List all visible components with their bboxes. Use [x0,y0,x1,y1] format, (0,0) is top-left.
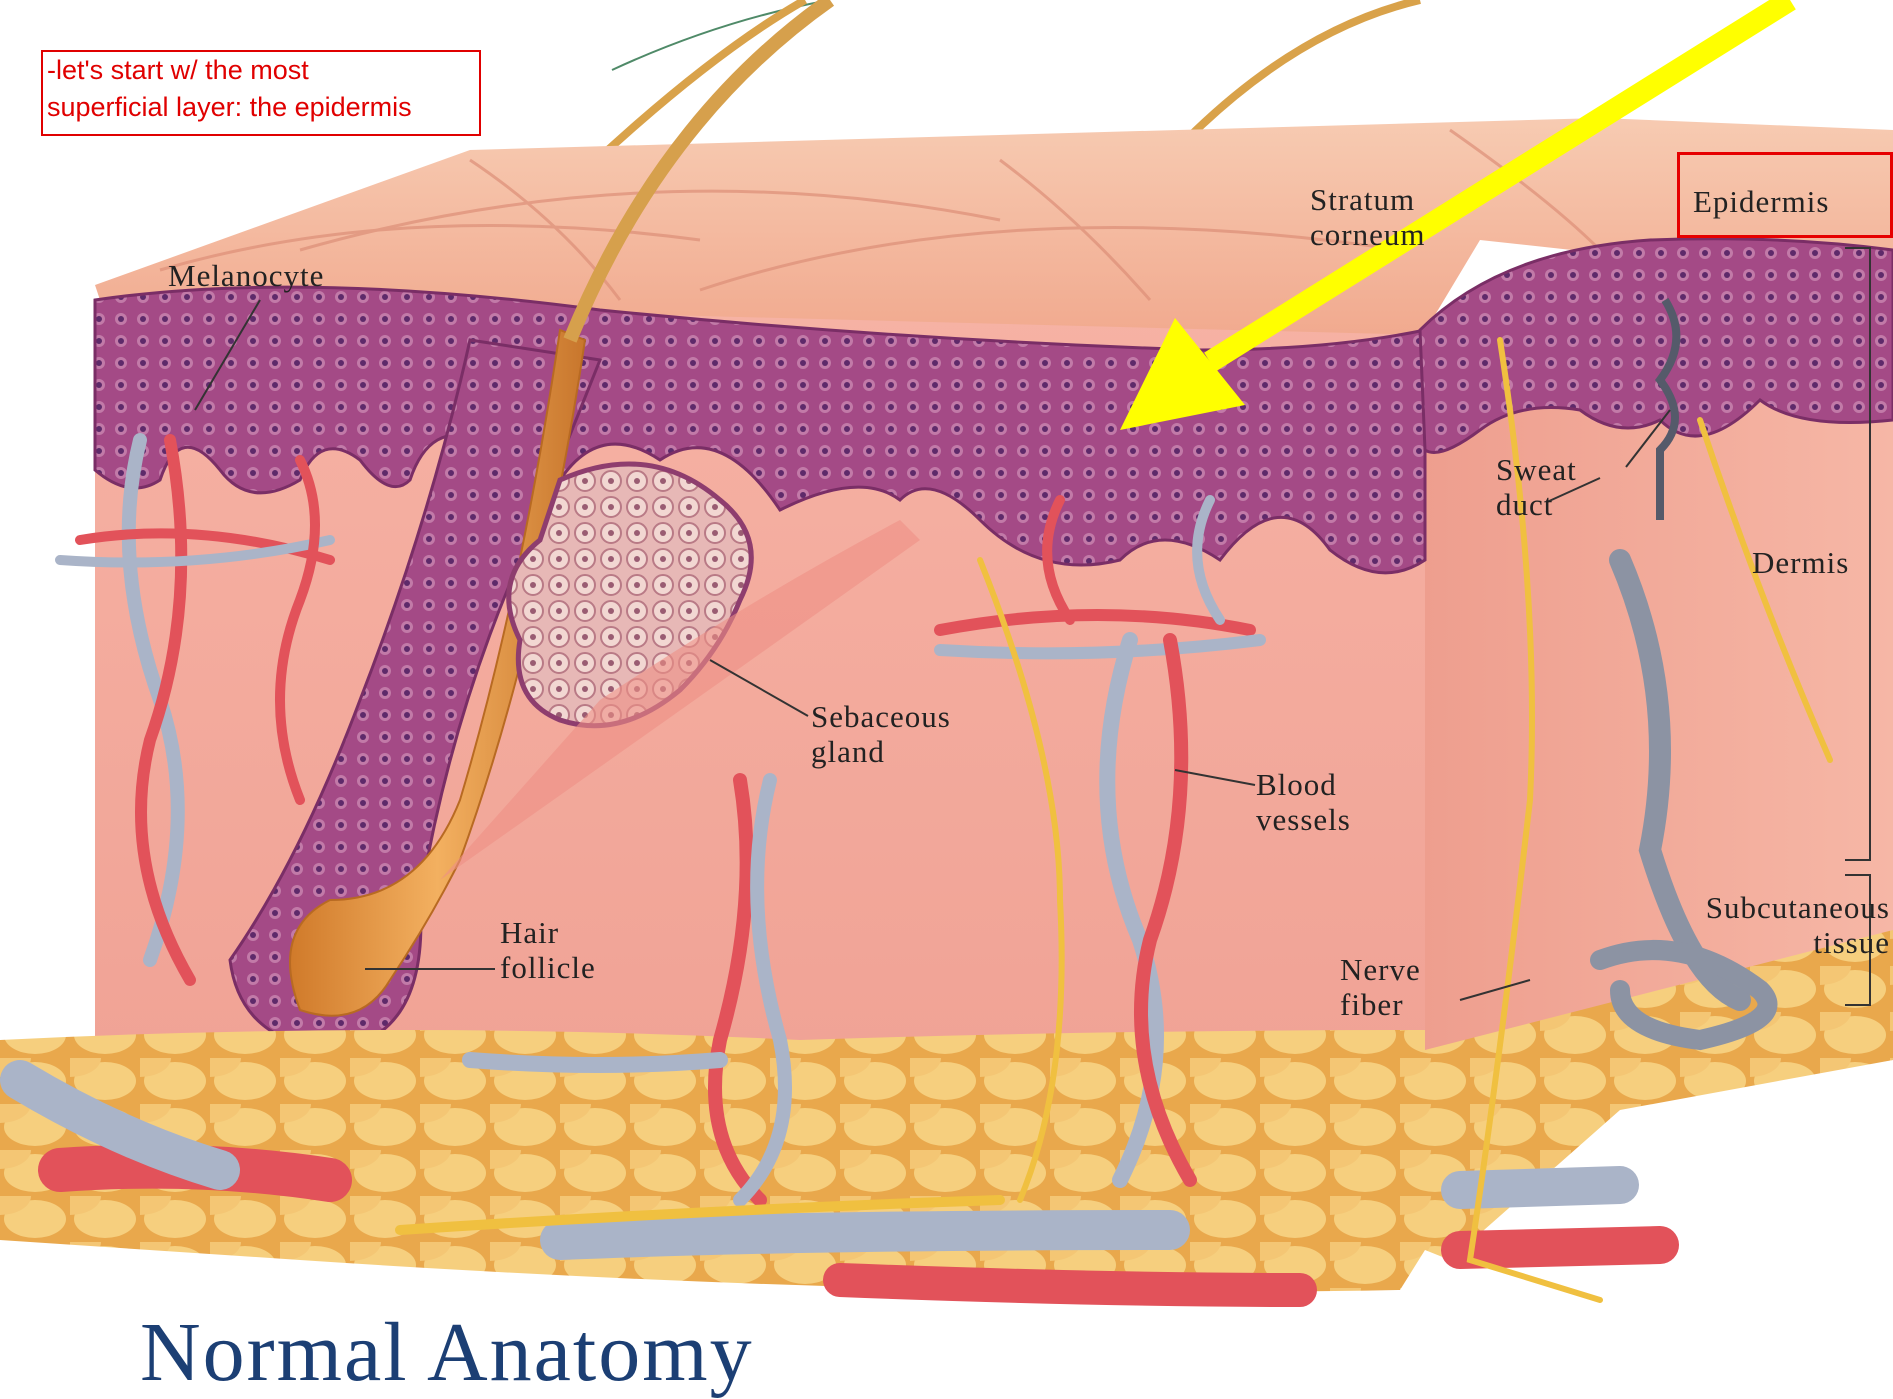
annotation-note: -let's start w/ the most superficial lay… [41,50,481,136]
note-line-2: superficial layer: the epidermis [47,89,475,126]
note-line-1: -let's start w/ the most [47,52,475,89]
label-melanocyte: Melanocyte [168,258,324,293]
label-stratum-corneum: Stratum corneum [1310,182,1425,252]
label-epidermis: Epidermis [1693,184,1829,219]
label-sweat-duct: Sweat duct [1496,452,1577,522]
epidermis-side [1420,239,1893,453]
label-dermis: Dermis [1752,545,1849,580]
label-subcutaneous-tissue: Subcutaneous tissue [1630,890,1890,960]
label-sebaceous-gland: Sebaceous gland [811,699,951,769]
label-blood-vessels: Blood vessels [1256,767,1351,837]
slide-title: Normal Anatomy [140,1308,754,1398]
label-hair-follicle: Hair follicle [500,915,596,985]
label-nerve-fiber: Nerve fiber [1340,952,1421,1022]
